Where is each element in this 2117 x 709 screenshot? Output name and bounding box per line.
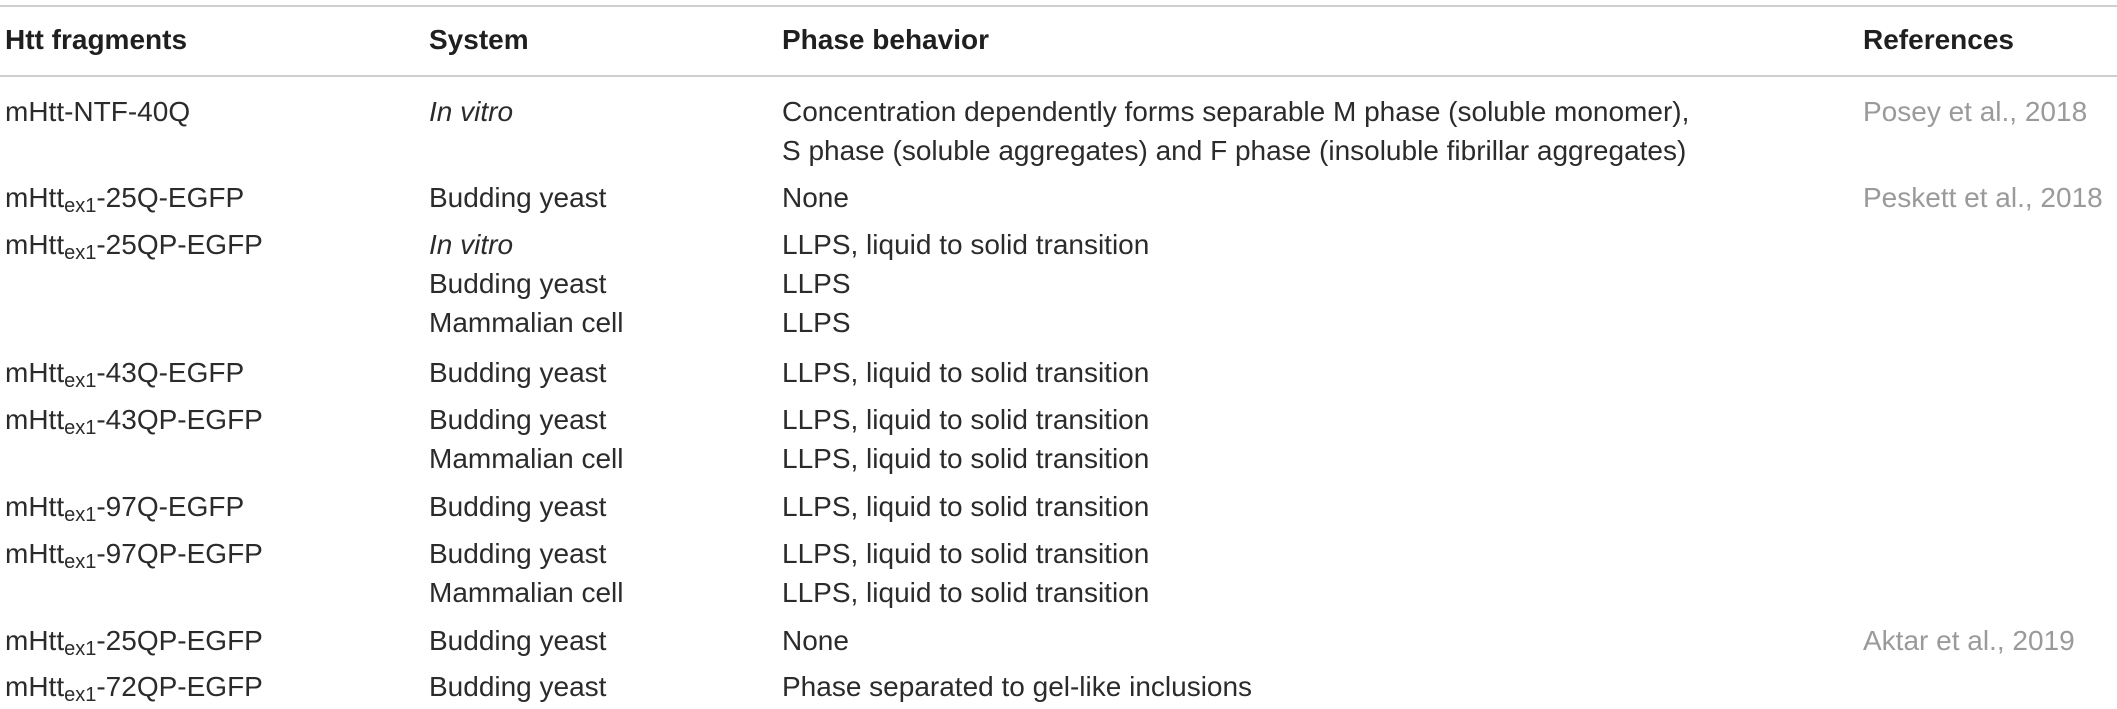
phase-line: Concentration dependently forms separabl…	[782, 96, 1690, 127]
table-header: Htt fragments System Phase behavior Refe…	[0, 24, 2117, 64]
fragment-subscript: ex1	[64, 417, 97, 439]
fragment-prefix: mHtt-NTF-40Q	[5, 96, 191, 127]
phase-line: LLPS, liquid to solid transition	[782, 229, 1150, 260]
cell-phase-behavior: None	[782, 621, 849, 660]
system-line: In vitro	[429, 229, 514, 260]
system-line: Mammalian cell	[429, 443, 624, 474]
system-line: Budding yeast	[429, 404, 607, 435]
cell-system: Budding yeast	[429, 667, 606, 706]
phase-line: LLPS, liquid to solid transition	[782, 538, 1150, 569]
system-line: Mammalian cell	[429, 577, 624, 608]
fragment-prefix: mHtt	[5, 538, 65, 569]
cell-system: Budding yeast	[429, 621, 606, 660]
cell-htt-fragment: mHttex1-97QP-EGFP	[5, 534, 263, 573]
fragment-subscript: ex1	[64, 242, 97, 264]
system-line: Budding yeast	[429, 182, 607, 213]
cell-htt-fragment: mHttex1-97Q-EGFP	[5, 487, 244, 526]
cell-htt-fragment: mHttex1-43Q-EGFP	[5, 353, 244, 392]
header-references: References	[1863, 24, 2014, 55]
fragment-suffix: -25QP-EGFP	[96, 229, 263, 260]
fragment-subscript: ex1	[64, 551, 97, 573]
fragment-prefix: mHtt	[5, 182, 65, 213]
system-line: Mammalian cell	[429, 307, 624, 338]
phase-line: LLPS, liquid to solid transition	[782, 577, 1150, 608]
cell-htt-fragment: mHttex1-25Q-EGFP	[5, 178, 244, 217]
fragment-subscript: ex1	[64, 684, 97, 706]
system-line: Budding yeast	[429, 538, 607, 569]
system-line: Budding yeast	[429, 357, 607, 388]
system-line: In vitro	[429, 96, 514, 127]
table-top-rule	[0, 5, 2117, 7]
phase-line: LLPS, liquid to solid transition	[782, 357, 1150, 388]
system-line: Budding yeast	[429, 491, 607, 522]
header-bottom-rule	[0, 75, 2117, 77]
fragment-subscript: ex1	[64, 195, 97, 217]
fragment-subscript: ex1	[64, 638, 97, 660]
fragment-subscript: ex1	[64, 370, 97, 392]
phase-line: None	[782, 625, 849, 656]
cell-system: Budding yeast	[429, 487, 606, 526]
fragment-subscript: ex1	[64, 504, 97, 526]
fragment-suffix: -43QP-EGFP	[96, 404, 263, 435]
cell-htt-fragment: mHttex1-72QP-EGFP	[5, 667, 263, 706]
phase-line: S phase (soluble aggregates) and F phase…	[782, 135, 1687, 166]
fragment-suffix: -43Q-EGFP	[96, 357, 245, 388]
fragment-suffix: -72QP-EGFP	[96, 671, 263, 702]
cell-phase-behavior: LLPS, liquid to solid transition	[782, 487, 1149, 526]
system-line: Budding yeast	[429, 671, 607, 702]
cell-system: In vitro	[429, 92, 513, 131]
cell-htt-fragment: mHtt-NTF-40Q	[5, 92, 190, 131]
phase-line: Phase separated to gel-like inclusions	[782, 671, 1253, 702]
cell-reference-link[interactable]: Peskett et al., 2018	[1863, 182, 2103, 213]
cell-htt-fragment: mHttex1-25QP-EGFP	[5, 225, 263, 264]
cell-phase-behavior: LLPS, liquid to solid transition	[782, 353, 1149, 392]
cell-htt-fragment: mHttex1-43QP-EGFP	[5, 400, 263, 439]
fragment-suffix: -25Q-EGFP	[96, 182, 245, 213]
cell-reference-link[interactable]: Aktar et al., 2019	[1863, 625, 2075, 656]
fragment-prefix: mHtt	[5, 671, 65, 702]
fragment-prefix: mHtt	[5, 229, 65, 260]
system-line: Budding yeast	[429, 268, 607, 299]
cell-system: Budding yeast	[429, 353, 606, 392]
fragment-prefix: mHtt	[5, 357, 65, 388]
phase-line: LLPS, liquid to solid transition	[782, 404, 1150, 435]
phase-line: LLPS	[782, 307, 851, 338]
fragment-prefix: mHtt	[5, 625, 65, 656]
phase-line: None	[782, 182, 849, 213]
cell-phase-behavior: Phase separated to gel-like inclusions	[782, 667, 1252, 706]
fragment-suffix: -97QP-EGFP	[96, 538, 263, 569]
header-system: System	[429, 24, 529, 55]
phase-line: LLPS, liquid to solid transition	[782, 443, 1150, 474]
cell-system: Budding yeast	[429, 178, 606, 217]
fragment-prefix: mHtt	[5, 404, 65, 435]
fragment-prefix: mHtt	[5, 491, 65, 522]
cell-phase-behavior: Concentration dependently forms separabl…	[782, 92, 1689, 170]
fragment-suffix: -97Q-EGFP	[96, 491, 245, 522]
fragment-suffix: -25QP-EGFP	[96, 625, 263, 656]
cell-phase-behavior: None	[782, 178, 849, 217]
phase-line: LLPS, liquid to solid transition	[782, 491, 1150, 522]
header-phase-behavior: Phase behavior	[782, 24, 989, 55]
phase-line: LLPS	[782, 268, 851, 299]
cell-htt-fragment: mHttex1-25QP-EGFP	[5, 621, 263, 660]
cell-reference-link[interactable]: Posey et al., 2018	[1863, 96, 2088, 127]
header-htt-fragments: Htt fragments	[5, 24, 188, 55]
system-line: Budding yeast	[429, 625, 607, 656]
